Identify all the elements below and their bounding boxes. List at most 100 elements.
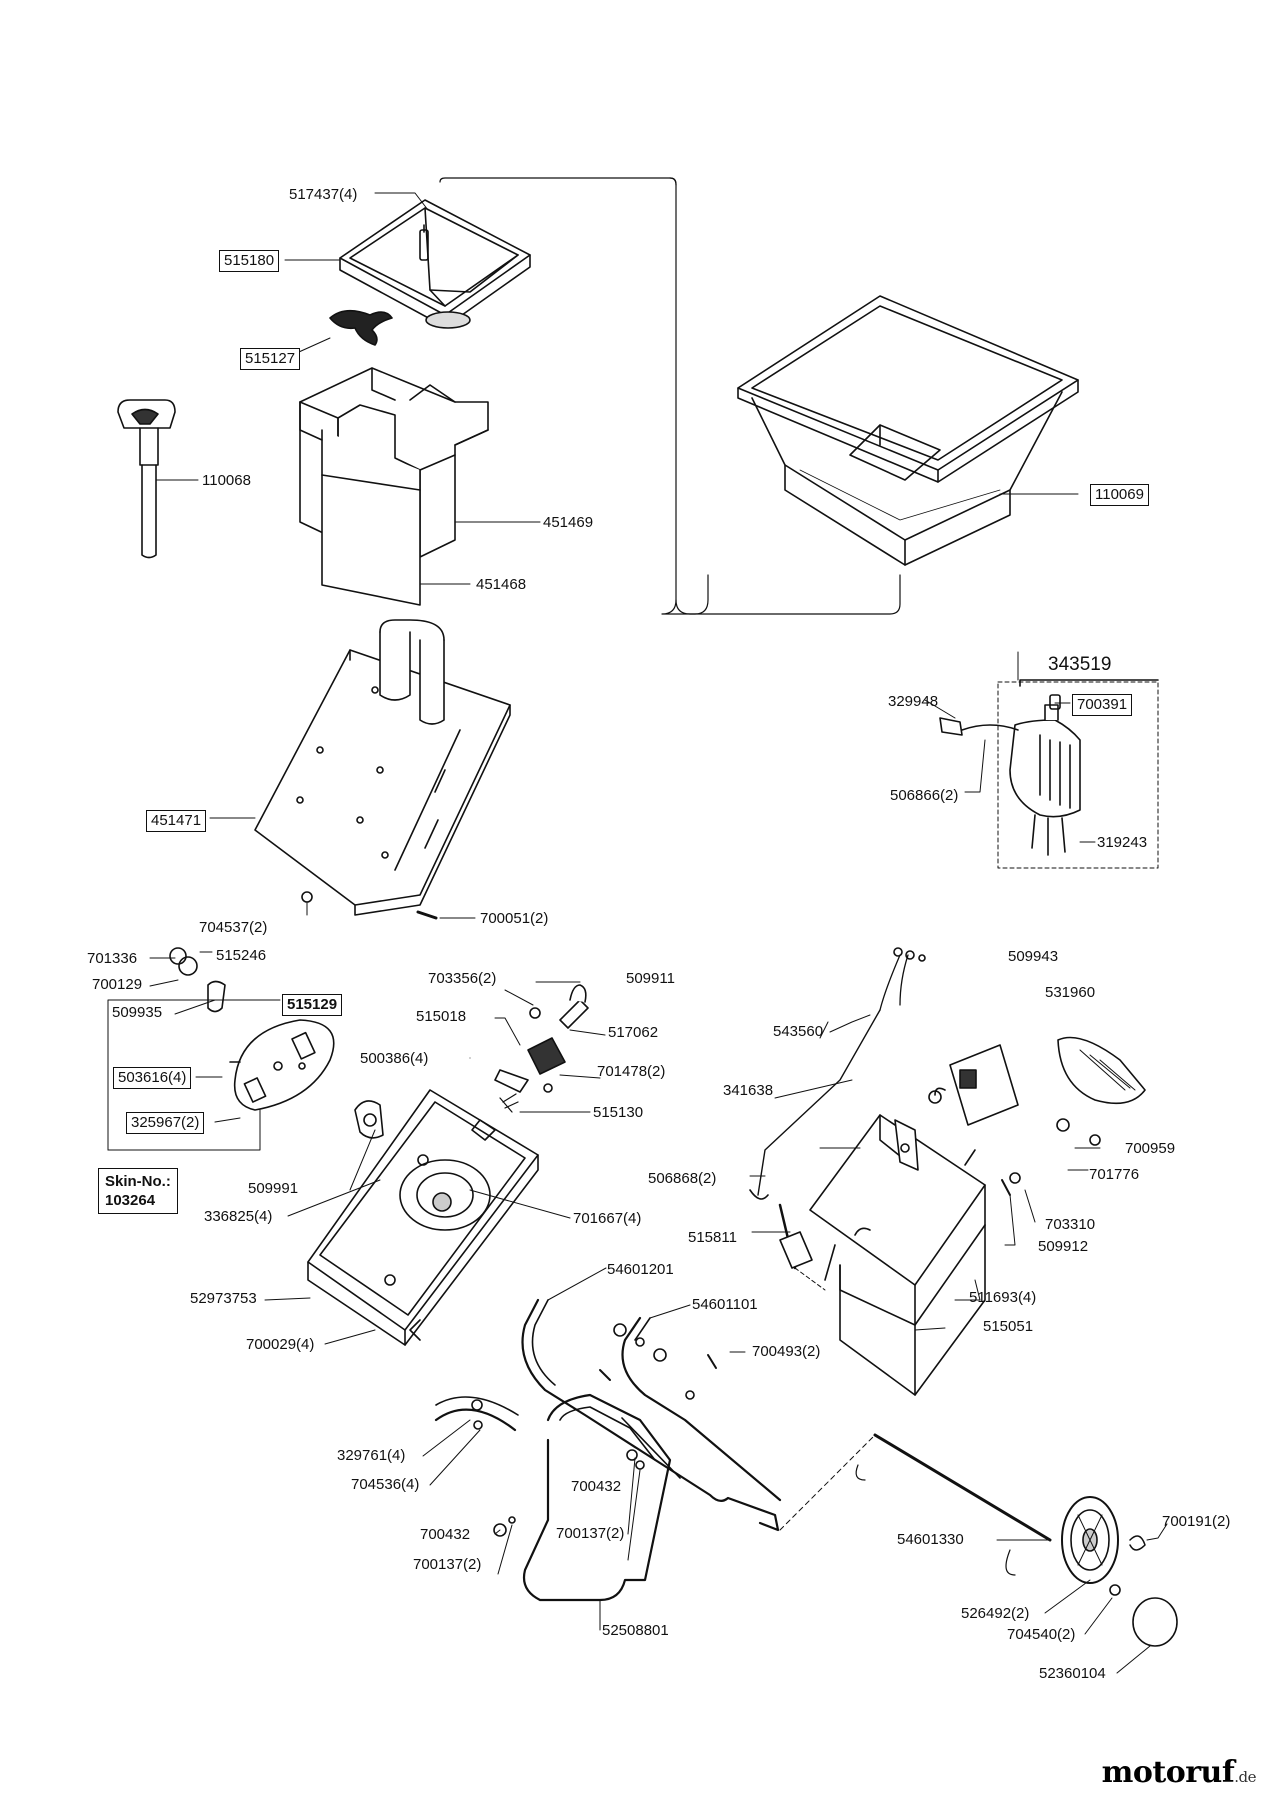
part-label-325967: 325967(2) <box>126 1112 205 1134</box>
part-label-517062: 517062 <box>608 1024 659 1041</box>
part-label-341638: 341638 <box>723 1082 774 1099</box>
part-label-701336: 701336 <box>87 950 138 967</box>
part-label-515051: 515051 <box>983 1318 1034 1335</box>
part-label-700137-a: 700137(2) <box>556 1525 625 1542</box>
part-label-54601201: 54601201 <box>607 1261 674 1278</box>
handle-110068 <box>117 399 176 559</box>
watermark-text: motoruf <box>1101 1755 1235 1790</box>
part-label-700493: 700493(2) <box>752 1343 821 1360</box>
bolt-700029 <box>384 1274 396 1286</box>
part-label-700137-b: 700137(2) <box>413 1556 482 1573</box>
part-label-329948: 329948 <box>888 693 939 710</box>
battery-base-515051 <box>839 1224 986 1396</box>
part-label-700029: 700029(4) <box>246 1336 315 1353</box>
motor-winding-509943 <box>1056 1036 1146 1146</box>
part-label-54601101: 54601101 <box>692 1296 758 1313</box>
part-label-517437: 517437(4) <box>289 186 358 203</box>
leader-lines <box>149 192 1168 1674</box>
part-label-506866: 506866(2) <box>890 787 959 804</box>
part-label-511693: 511693(4) <box>969 1289 1037 1306</box>
bearing-509991 <box>354 1100 384 1139</box>
part-label-703310: 703310 <box>1045 1216 1096 1233</box>
washer-704540 <box>1109 1584 1121 1596</box>
part-label-52973753: 52973753 <box>190 1290 257 1307</box>
part-label-701776: 701776 <box>1089 1166 1140 1183</box>
part-label-451468: 451468 <box>476 576 527 593</box>
part-label-700959: 700959 <box>1125 1140 1176 1157</box>
motor-343519 <box>939 679 1159 869</box>
part-label-543560: 543560 <box>773 1023 824 1040</box>
part-label-336825: 336825(4) <box>204 1208 273 1225</box>
capacitor-515811 <box>779 1231 826 1291</box>
part-label-515130: 515130 <box>593 1104 644 1121</box>
part-label-700191: 700191(2) <box>1162 1513 1231 1530</box>
part-label-319243: 319243 <box>1097 834 1148 851</box>
part-label-451469: 451469 <box>543 514 594 531</box>
part-label-515129: 515129 <box>282 994 343 1016</box>
battery-box-515051 <box>809 1114 986 1326</box>
screw-700051 <box>416 910 438 920</box>
small-parts-515246 <box>169 947 226 1013</box>
part-label-704536: 704536(4) <box>351 1476 420 1493</box>
part-label-509912: 509912 <box>1038 1238 1089 1255</box>
skin-number-box: Skin-No.: 103264 <box>98 1168 178 1214</box>
gear-parts-509911 <box>494 984 589 1113</box>
part-label-700432-a: 700432 <box>571 1478 622 1495</box>
part-label-451471: 451471 <box>146 810 207 832</box>
part-label-110068: 110068 <box>202 472 251 489</box>
inner-housing-451468 <box>299 401 421 606</box>
part-label-506868: 506868(2) <box>648 1170 717 1187</box>
axle-54601330 <box>873 1433 1052 1542</box>
clip-700191 <box>1129 1535 1146 1551</box>
part-label-703356: 703356(2) <box>428 970 497 987</box>
part-label-515018: 515018 <box>416 1008 467 1025</box>
small-hopper-515180 <box>339 199 531 329</box>
part-label-704537: 704537(2) <box>199 919 268 936</box>
part-label-52508801: 52508801 <box>602 1622 669 1639</box>
part-label-701478: 701478(2) <box>597 1063 666 1080</box>
part-label-515811: 515811 <box>688 1229 737 1246</box>
part-label-515127: 515127 <box>240 348 301 370</box>
bolt-group-329761 <box>471 1399 483 1430</box>
part-label-515180: 515180 <box>219 250 280 272</box>
skin-number-title: Skin-No.: <box>105 1173 171 1190</box>
part-label-503616: 503616(4) <box>113 1067 192 1089</box>
switch-531960 <box>928 1044 1019 1126</box>
part-label-509943: 509943 <box>1008 948 1059 965</box>
handlebar-54601101 <box>621 1316 782 1502</box>
part-label-509991: 509991 <box>248 1180 299 1197</box>
part-label-701667: 701667(4) <box>573 1210 642 1227</box>
part-label-515246: 515246 <box>216 947 267 964</box>
nut-704537 <box>301 891 313 903</box>
impeller-disc-515129 <box>229 1019 335 1111</box>
large-hopper-110069 <box>737 295 1079 566</box>
part-label-329761: 329761(4) <box>337 1447 406 1464</box>
handlebar-54601201 <box>434 1298 780 1532</box>
part-label-509911: 509911 <box>626 970 675 987</box>
part-label-52360104: 52360104 <box>1039 1665 1106 1682</box>
part-label-700129: 700129 <box>92 976 143 993</box>
part-label-343519: 343519 <box>1048 654 1112 675</box>
chassis-plate-451471 <box>254 619 511 916</box>
part-label-110069: 110069 <box>1090 484 1149 506</box>
part-label-526492: 526492(2) <box>961 1605 1030 1622</box>
frame-52508801 <box>493 1393 681 1602</box>
watermark-tld: .de <box>1234 1768 1256 1786</box>
part-label-700391: 700391 <box>1072 694 1133 716</box>
part-label-531960: 531960 <box>1045 984 1096 1001</box>
wheel-526492 <box>1061 1496 1119 1584</box>
part-label-500386: 500386(4) <box>360 1050 429 1067</box>
part-label-509935: 509935 <box>112 1004 163 1021</box>
hubcap-52360104 <box>1132 1597 1178 1647</box>
main-deck-52973753 <box>307 1089 539 1346</box>
bolt-group-700493 <box>599 1323 717 1400</box>
motoruf-watermark: motoruf.de <box>1101 1755 1257 1790</box>
part-label-54601330: 54601330 <box>897 1531 964 1548</box>
skin-number-value: 103264 <box>105 1192 156 1209</box>
part-label-704540: 704540(2) <box>1007 1626 1076 1643</box>
part-label-700051: 700051(2) <box>480 910 549 927</box>
agitator-515127 <box>329 309 393 346</box>
part-label-700432-b: 700432 <box>420 1526 471 1543</box>
